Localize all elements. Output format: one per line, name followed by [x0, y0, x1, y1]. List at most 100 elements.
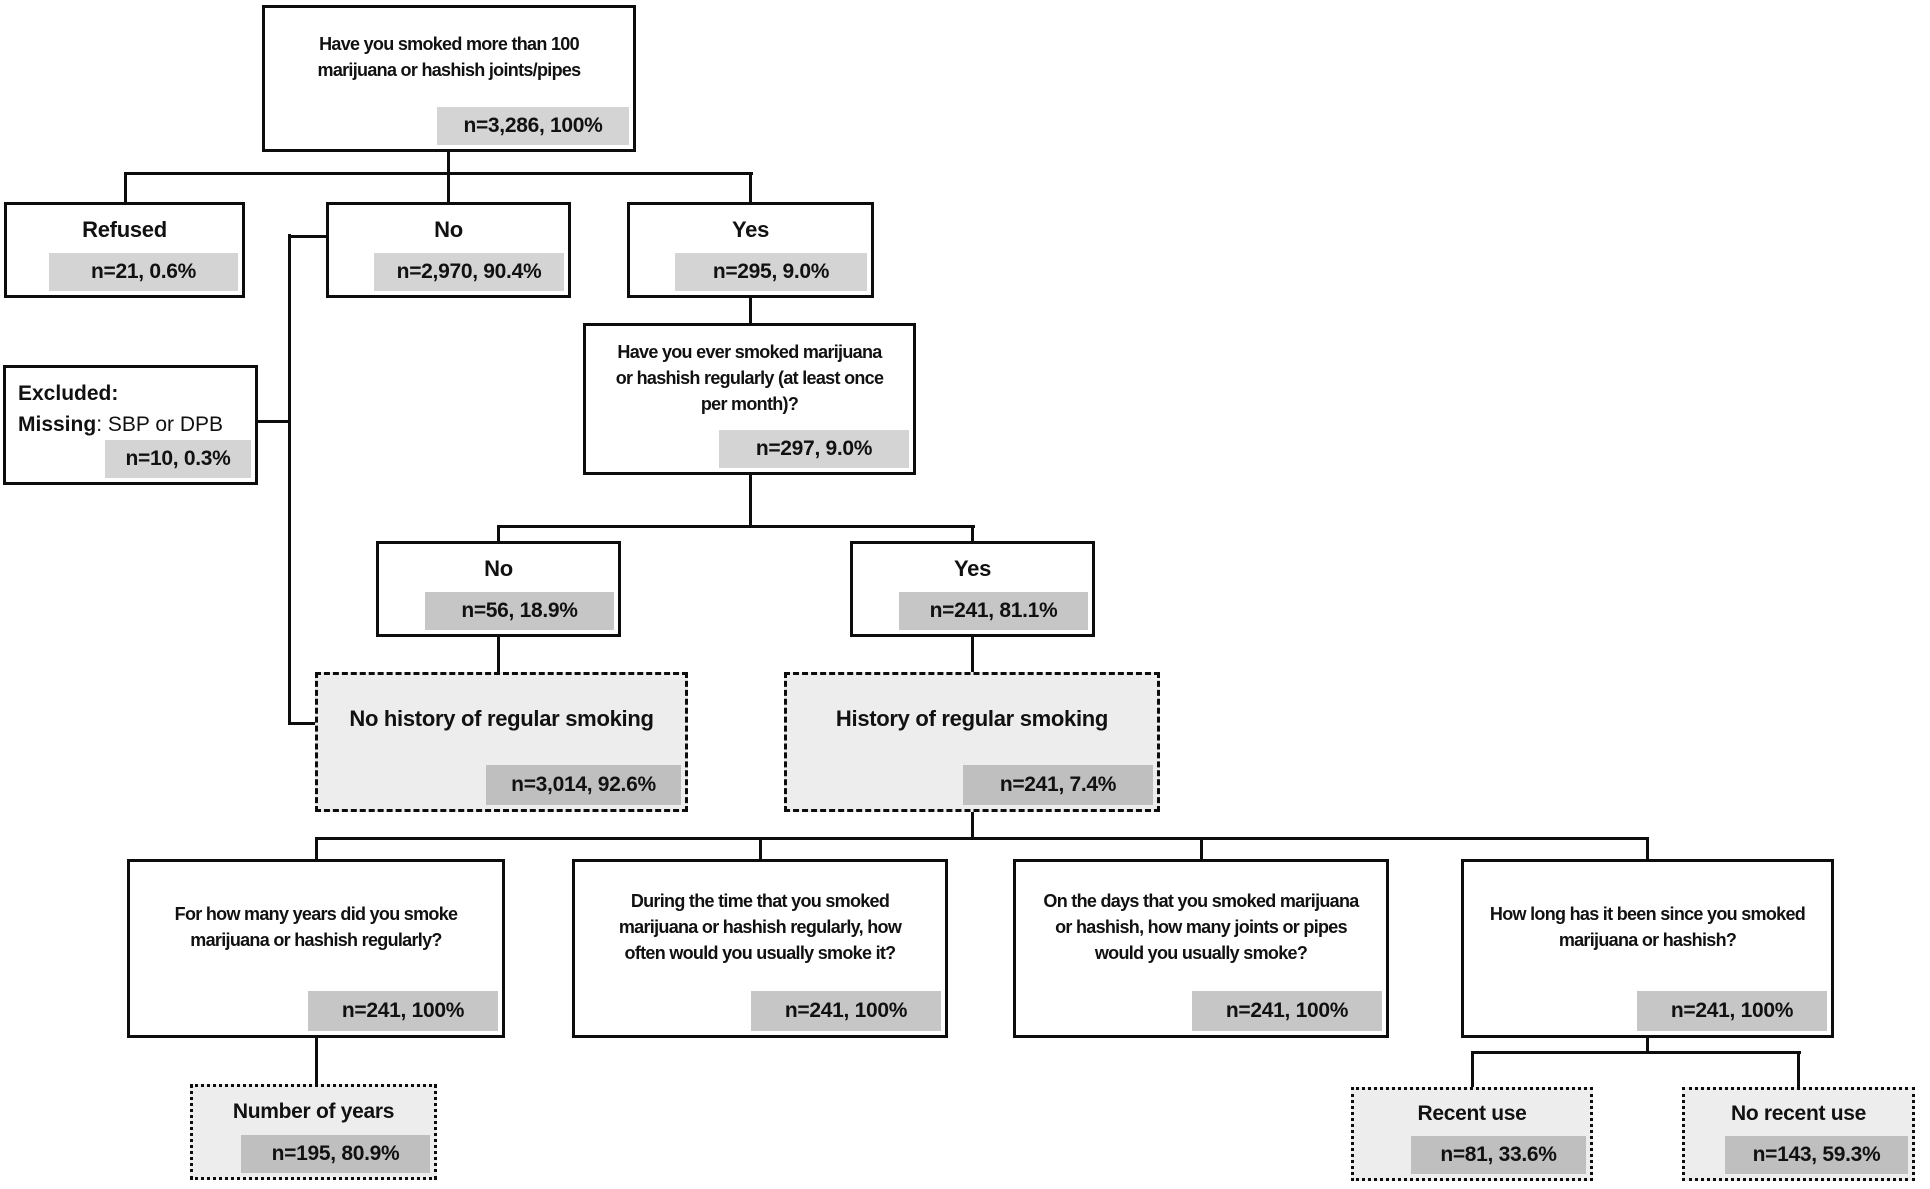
excluded-text: Excluded: Missing: SBP or DPB: [18, 378, 223, 440]
connector: [1646, 837, 1649, 859]
connector: [497, 525, 500, 541]
excluded-missing-rest: : SBP or DPB: [96, 413, 224, 436]
question-line: On the days that you smoked marijuana: [1043, 890, 1359, 911]
answer-label: No: [484, 556, 513, 581]
count-badge: n=21, 0.6%: [49, 253, 238, 291]
question-line: per month)?: [700, 394, 799, 414]
connector: [1471, 1051, 1474, 1087]
outcome-label: Number of years: [232, 1100, 395, 1123]
answer-label: Yes: [731, 217, 770, 242]
outcome-text: Number of years: [193, 1087, 434, 1137]
connector: [315, 1038, 318, 1084]
connector: [497, 525, 975, 528]
connector: [315, 837, 318, 859]
question-line: marijuana or hashish regularly, how: [618, 916, 902, 937]
node-no-q2: No n=56, 18.9%: [376, 541, 621, 637]
answer-label: Yes: [953, 556, 992, 581]
count-badge: n=2,970, 90.4%: [374, 253, 564, 291]
outcome-label: No recent use: [1731, 1102, 1866, 1125]
node-no-recent-use: No recent use n=143, 59.3%: [1682, 1087, 1915, 1181]
node-question-smoked-100: Have you smoked more than 100 marijuana …: [262, 5, 636, 152]
node-excluded: Excluded: Missing: SBP or DPB n=10, 0.3%: [3, 365, 258, 485]
count-badge: n=81, 33.6%: [1411, 1136, 1586, 1174]
node-question-ever-regularly: Have you ever smoked marijuana or hashis…: [583, 323, 916, 475]
question-line: Have you smoked more than 100: [319, 33, 580, 54]
connector: [288, 234, 291, 725]
outcome-label: Recent use: [1417, 1102, 1527, 1125]
answer-text: Yes: [853, 544, 1092, 594]
connector: [749, 298, 752, 323]
group-text: No history of regular smoking: [318, 675, 685, 763]
answer-text: No: [379, 544, 618, 594]
question-line: Have you ever smoked marijuana: [617, 342, 882, 362]
group-text: History of regular smoking: [787, 675, 1157, 763]
question-line: or hashish regularly (at least once: [615, 368, 884, 388]
count-badge: n=56, 18.9%: [425, 592, 614, 630]
connector: [124, 172, 127, 202]
node-history-regular-smoking: History of regular smoking n=241, 7.4%: [784, 672, 1160, 812]
node-recent-use: Recent use n=81, 33.6%: [1351, 1087, 1593, 1181]
connector: [315, 837, 1649, 840]
count-badge: n=3,286, 100%: [437, 107, 629, 145]
node-question-how-many-joints: On the days that you smoked marijuana or…: [1013, 859, 1389, 1038]
connector: [1200, 837, 1203, 859]
connector: [1797, 1051, 1800, 1087]
connector: [971, 637, 974, 672]
count-badge: n=143, 59.3%: [1725, 1136, 1908, 1174]
count-badge: n=195, 80.9%: [241, 1135, 430, 1173]
answer-text: Yes: [630, 205, 871, 255]
question-line: would you usually smoke?: [1094, 942, 1308, 963]
count-badge: n=3,014, 92.6%: [486, 765, 681, 805]
connector: [749, 172, 752, 202]
excluded-missing-bold: Missing: [18, 413, 97, 436]
question-line: marijuana or hashish joints/pipes: [317, 59, 582, 80]
question-text: On the days that you smoked marijuana or…: [1016, 862, 1386, 991]
count-badge: n=241, 100%: [751, 991, 941, 1031]
question-line: often would you usually smoke it?: [624, 942, 897, 963]
question-text: During the time that you smoked marijuan…: [575, 862, 945, 991]
question-text: For how many years did you smoke marijua…: [130, 862, 502, 991]
connector: [759, 837, 762, 859]
count-badge: n=10, 0.3%: [105, 440, 251, 478]
connector: [1471, 1051, 1801, 1054]
question-line: marijuana or hashish regularly?: [190, 929, 442, 950]
node-question-how-many-years: For how many years did you smoke marijua…: [127, 859, 505, 1038]
count-badge: n=241, 100%: [1637, 991, 1827, 1031]
node-no-history-regular-smoking: No history of regular smoking n=3,014, 9…: [315, 672, 688, 812]
count-badge: n=241, 100%: [1192, 991, 1382, 1031]
count-badge: n=241, 7.4%: [963, 765, 1153, 805]
group-label: No history of regular smoking: [349, 706, 654, 731]
node-yes-q1: Yes n=295, 9.0%: [627, 202, 874, 298]
node-refused: Refused n=21, 0.6%: [4, 202, 245, 298]
count-badge: n=295, 9.0%: [675, 253, 867, 291]
connector: [497, 637, 500, 672]
connector: [124, 172, 753, 175]
connector: [971, 525, 974, 541]
connector: [255, 420, 291, 423]
question-text: How long has it been since you smoked ma…: [1464, 862, 1831, 991]
question-text: Have you smoked more than 100 marijuana …: [265, 8, 633, 105]
connector: [749, 475, 752, 528]
node-question-how-often: During the time that you smoked marijuan…: [572, 859, 948, 1038]
answer-label: No: [434, 217, 463, 242]
outcome-text: Recent use: [1354, 1090, 1590, 1138]
node-no-q1: No n=2,970, 90.4%: [326, 202, 571, 298]
count-badge: n=297, 9.0%: [719, 430, 909, 468]
answer-text: Refused: [7, 205, 242, 255]
answer-text: No: [329, 205, 568, 255]
count-badge: n=241, 81.1%: [899, 592, 1088, 630]
question-line: or hashish, how many joints or pipes: [1055, 916, 1348, 937]
connector: [288, 235, 328, 238]
connector: [1646, 1036, 1649, 1054]
answer-label: Refused: [82, 217, 167, 242]
question-line: During the time that you smoked: [630, 890, 890, 911]
connector: [288, 722, 319, 725]
node-number-of-years: Number of years n=195, 80.9%: [190, 1084, 437, 1180]
question-line: marijuana or hashish?: [1558, 929, 1737, 950]
group-label: History of regular smoking: [835, 706, 1109, 731]
connector: [971, 812, 974, 840]
connector: [447, 152, 450, 202]
count-badge: n=241, 100%: [308, 991, 498, 1031]
question-line: How long has it been since you smoked: [1489, 903, 1806, 924]
